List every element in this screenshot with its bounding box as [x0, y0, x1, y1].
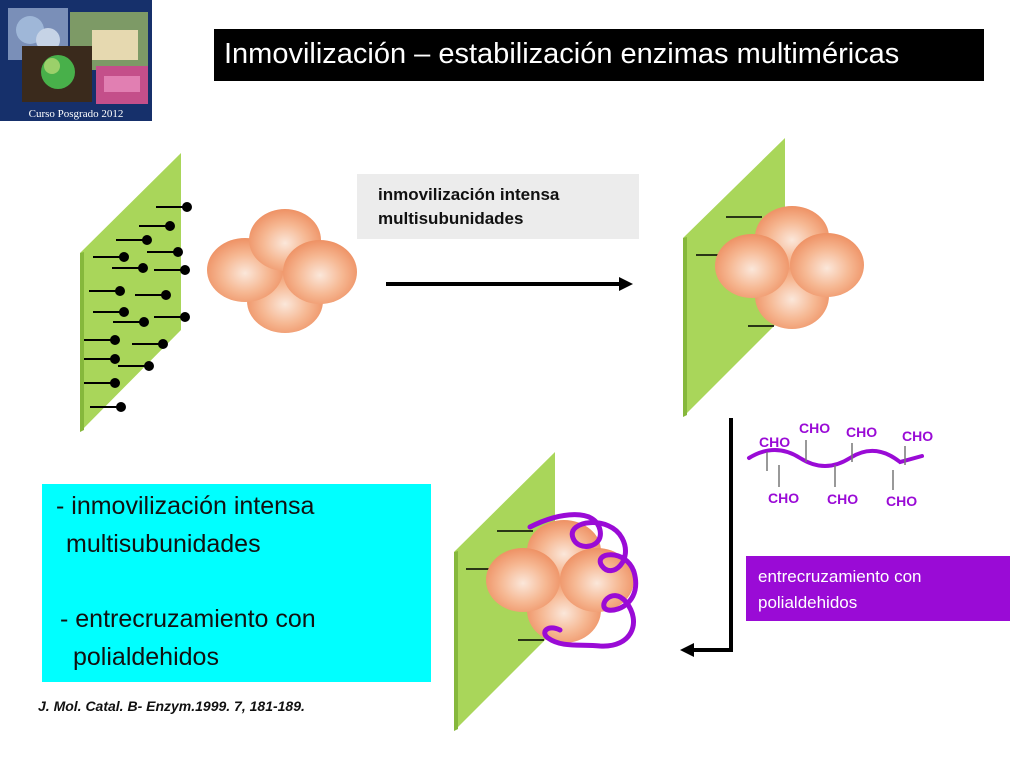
crosslinking-label: entrecruzamiento con polialdehidos [758, 567, 922, 612]
immobilization-arrow [386, 277, 633, 291]
logo-caption: Curso Posgrado 2012 [28, 108, 124, 120]
immobilization-label: inmovilización intensa multisubunidades [378, 185, 560, 228]
crosslinked-enzyme-support [454, 452, 639, 731]
summary-line: multisubunidades [66, 530, 261, 558]
summary-line: - entrecruzamiento con [60, 605, 316, 633]
course-logo: Curso Posgrado 2012 [0, 0, 152, 121]
immobilization-label-box: inmovilización intensa multisubunidades [357, 174, 639, 239]
cho-group: CHO [759, 434, 790, 450]
immobilized-enzyme-support [683, 138, 864, 417]
crosslinking-arrow [680, 418, 733, 657]
logo-collage-image [0, 0, 152, 121]
cho-group: CHO [902, 428, 933, 444]
polyaldehyde-molecule: CHO CHO CHO CHO CHO CHO CHO [747, 420, 933, 509]
slide-title: Inmovilización – estabilización enzimas … [224, 38, 900, 70]
title-bar: Inmovilización – estabilización enzimas … [214, 29, 984, 81]
reactive-groups [84, 202, 192, 412]
cho-group: CHO [799, 420, 830, 436]
crosslinking-label-box: entrecruzamiento con polialdehidos [746, 556, 1010, 621]
citation: J. Mol. Catal. B- Enzym.1999. 7, 181-189… [38, 698, 305, 714]
cho-group: CHO [768, 490, 799, 506]
summary-line: - inmovilización intensa [56, 492, 315, 520]
activated-support [80, 153, 192, 432]
cho-group: CHO [827, 491, 858, 507]
summary-box: - inmovilización intensa multisubunidade… [42, 484, 431, 682]
summary-line: polialdehidos [73, 643, 219, 671]
cho-group: CHO [846, 424, 877, 440]
cho-group: CHO [886, 493, 917, 509]
multimeric-enzyme [207, 209, 357, 333]
